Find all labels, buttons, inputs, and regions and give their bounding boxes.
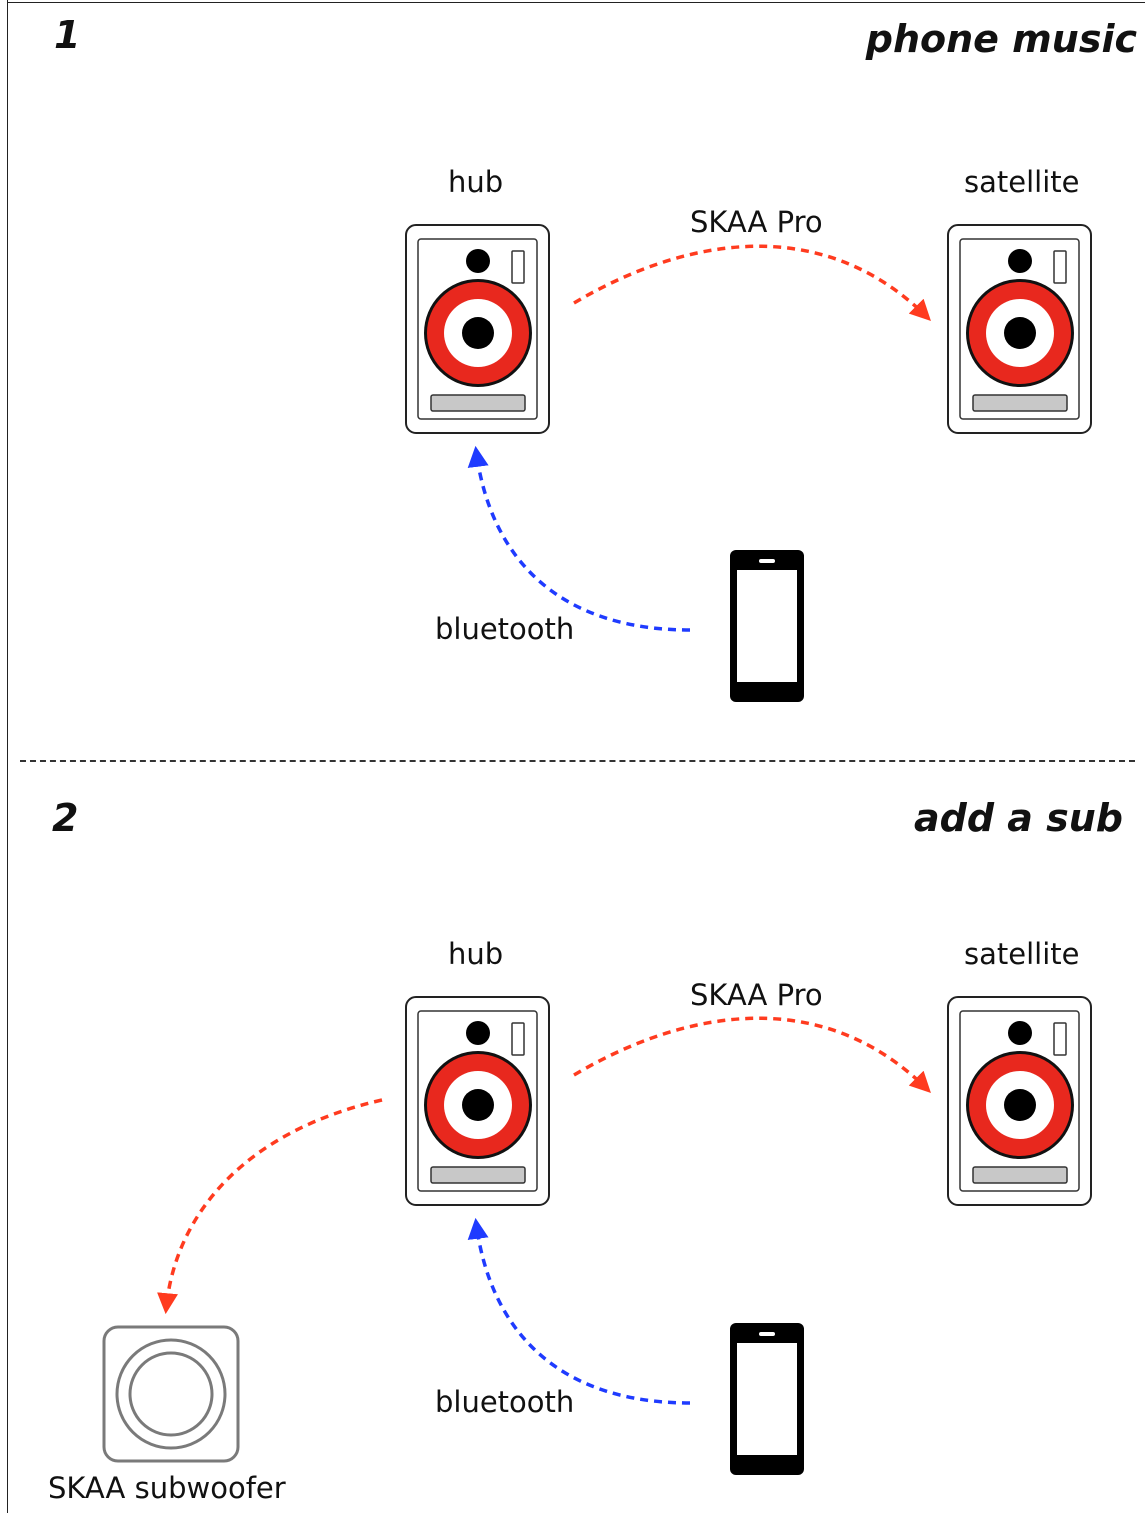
satellite-speaker-icon	[947, 996, 1092, 1206]
hub-label: hub	[448, 165, 504, 199]
panel-1-heading: phone music	[865, 17, 1137, 61]
subwoofer-label: SKAA subwoofer	[48, 1471, 286, 1505]
bluetooth-arrow	[467, 1217, 691, 1405]
bluetooth-arrow	[467, 445, 691, 632]
panel-1-number: 1	[54, 13, 81, 57]
panel-2-heading: add a sub	[913, 796, 1123, 840]
skaa-pro-label: SKAA Pro	[690, 978, 823, 1012]
bluetooth-label: bluetooth	[435, 1385, 575, 1419]
hub-label: hub	[448, 937, 504, 971]
panel-divider	[20, 760, 1135, 762]
hub-speaker-icon	[405, 996, 550, 1206]
phone-icon	[730, 1323, 804, 1475]
skaa-pro-arrow	[573, 1016, 931, 1093]
frame-left-border	[7, 0, 8, 1513]
frame-top-border	[7, 2, 1145, 3]
subwoofer-icon	[102, 1325, 240, 1463]
skaa-pro-label: SKAA Pro	[690, 205, 823, 239]
panel-2-number: 2	[52, 796, 79, 840]
satellite-speaker-icon	[947, 224, 1092, 434]
bluetooth-label: bluetooth	[435, 612, 575, 646]
satellite-label: satellite	[964, 165, 1080, 199]
hub-speaker-icon	[405, 224, 550, 434]
skaa-sub-arrow	[157, 1098, 383, 1315]
skaa-pro-arrow	[573, 244, 931, 321]
satellite-label: satellite	[964, 937, 1080, 971]
phone-icon	[730, 550, 804, 702]
